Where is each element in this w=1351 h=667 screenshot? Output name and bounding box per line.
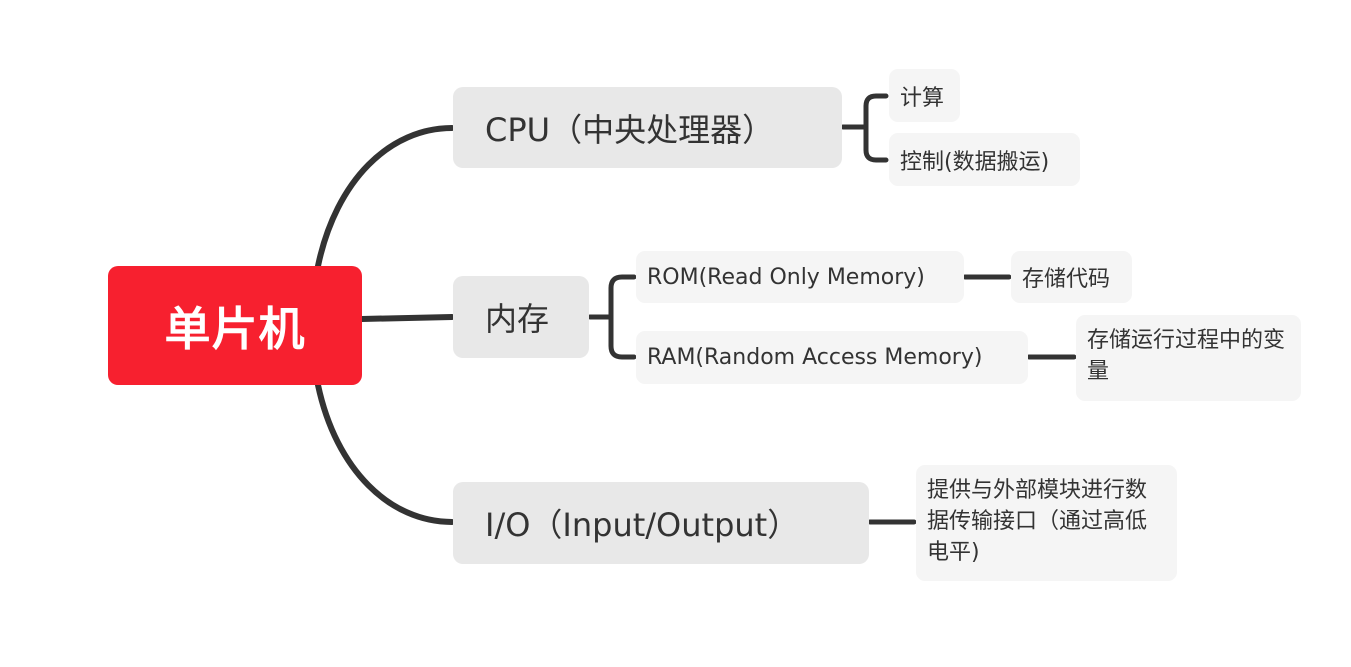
connector-cpu-bracket: [840, 93, 889, 163]
connector-root-cpu: [315, 125, 455, 269]
connector-root-io: [315, 382, 455, 525]
leaf-node-control[interactable]: 控制(数据搬运): [889, 133, 1080, 186]
root-node[interactable]: 单片机: [108, 266, 362, 385]
leaf-node-rom-desc[interactable]: 存储代码: [1011, 251, 1132, 303]
leaf-node-io-desc-label: 提供与外部模块进行数据传输接口（通过高低电平): [927, 478, 1148, 565]
connector-root-memory: [359, 314, 455, 322]
sub-node-rom[interactable]: ROM(Read Only Memory): [636, 251, 964, 303]
sub-node-ram-label: RAM(Random Access Memory): [647, 345, 983, 370]
branch-node-io-label: I/O（Input/Output）: [485, 506, 800, 544]
leaf-node-control-label: 控制(数据搬运): [900, 149, 1050, 175]
connector-memory-bracket: [587, 274, 637, 360]
branch-node-memory[interactable]: 内存: [453, 276, 589, 358]
leaf-node-ram-desc[interactable]: 存储运行过程中的变量: [1076, 315, 1301, 401]
branch-node-cpu[interactable]: CPU（中央处理器）: [453, 87, 842, 168]
branch-node-cpu-label: CPU（中央处理器）: [485, 110, 775, 149]
leaf-node-io-desc[interactable]: 提供与外部模块进行数据传输接口（通过高低电平): [916, 465, 1177, 581]
branch-node-memory-label: 内存: [485, 300, 550, 338]
leaf-node-rom-desc-label: 存储代码: [1022, 267, 1111, 292]
branch-node-io[interactable]: I/O（Input/Output）: [453, 482, 869, 564]
root-node-label: 单片机: [164, 301, 306, 356]
sub-node-ram[interactable]: RAM(Random Access Memory): [636, 331, 1028, 384]
sub-node-rom-label: ROM(Read Only Memory): [647, 264, 925, 290]
leaf-node-compute-label: 计算: [900, 85, 945, 111]
leaf-node-ram-desc-label: 存储运行过程中的变量: [1087, 328, 1286, 384]
leaf-node-compute[interactable]: 计算: [889, 69, 960, 122]
